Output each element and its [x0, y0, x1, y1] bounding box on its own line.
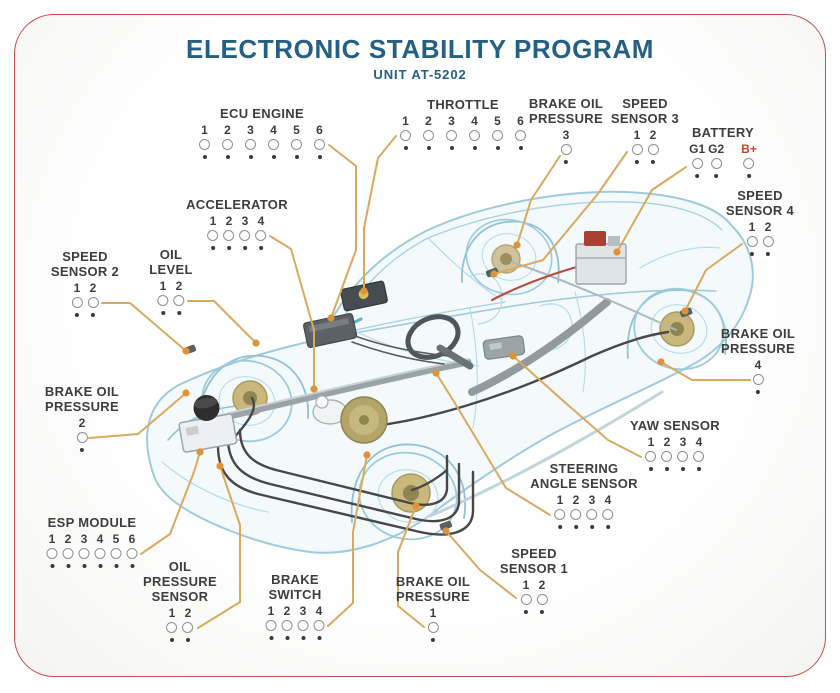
panel-border [14, 14, 826, 677]
car-body-outline [146, 190, 754, 554]
battery-box [490, 231, 627, 302]
yaw-sensor-leader-line [512, 355, 642, 458]
speed-sensor-4-leader-line [684, 243, 743, 312]
page-subtitle: UNIT AT-5202 [373, 67, 467, 82]
battery-leader-line [616, 166, 687, 253]
battery-attach-dot [613, 248, 621, 256]
leader-lines [88, 135, 751, 629]
steering-angle-sensor-leader-line [435, 372, 551, 516]
exhaust-line [428, 390, 664, 518]
brake-oil-pressure-2-leader-line [88, 392, 187, 439]
steering-rack [208, 358, 472, 424]
brake-switch-attach-dot [363, 451, 371, 459]
oil-pressure-sensor-leader-line [197, 465, 241, 629]
title-block: ELECTRONIC STABILITY PROGRAM UNIT AT-520… [0, 34, 840, 82]
brake-oil-pressure-4-leader-line [660, 361, 751, 381]
brake-oil-pressure-2-attach-dot [182, 389, 190, 397]
brake-oil-pressure-4-attach-dot [657, 358, 665, 366]
ecu-engine-attach-dot [327, 314, 335, 322]
throttle-leader-line [363, 135, 397, 292]
driveshaft [468, 298, 611, 396]
speed-sensor-3-leader-line [493, 151, 628, 275]
speed-sensor-2-leader-line [101, 302, 187, 352]
speed-sensor-4-attach-dot [681, 307, 689, 315]
brake-oil-pressure-1-attach-dot [412, 502, 420, 510]
brake-lines [216, 330, 670, 536]
brake-switch-leader-line [327, 454, 368, 627]
speed-sensor-2-attach-dot [182, 347, 190, 355]
esp-hydraulic-unit [178, 394, 238, 453]
throttle-attach-dot [360, 287, 368, 295]
oil-level-attach-dot [252, 339, 260, 347]
wheel-rear-left [465, 218, 553, 296]
brake-oil-pressure-3-attach-dot [513, 241, 521, 249]
steering-angle-sensor-attach-dot [432, 369, 440, 377]
ecu-engine-leader-line [328, 144, 357, 319]
oil-level-leader-line [187, 300, 257, 344]
esp-module-attach-dot [196, 448, 204, 456]
esp-module-leader-line [140, 451, 201, 555]
brake-booster [312, 395, 388, 444]
accelerator-attach-dot [310, 385, 318, 393]
accelerator-leader-line [269, 235, 315, 390]
brake-oil-pressure-3-leader-line [516, 155, 561, 246]
oil-pressure-sensor-attach-dot [216, 462, 224, 470]
brake-oil-pressure-1-leader-line [397, 505, 425, 628]
speed-sensor-3-attach-dot [490, 270, 498, 278]
engine-ecu-box [303, 313, 358, 348]
car-illustration [146, 190, 754, 554]
page-title: ELECTRONIC STABILITY PROGRAM [186, 34, 654, 64]
speed-sensor-1-leader-line [445, 530, 517, 599]
yaw-sensor-attach-dot [509, 352, 517, 360]
speed-sensor-1-attach-dot [442, 527, 450, 535]
